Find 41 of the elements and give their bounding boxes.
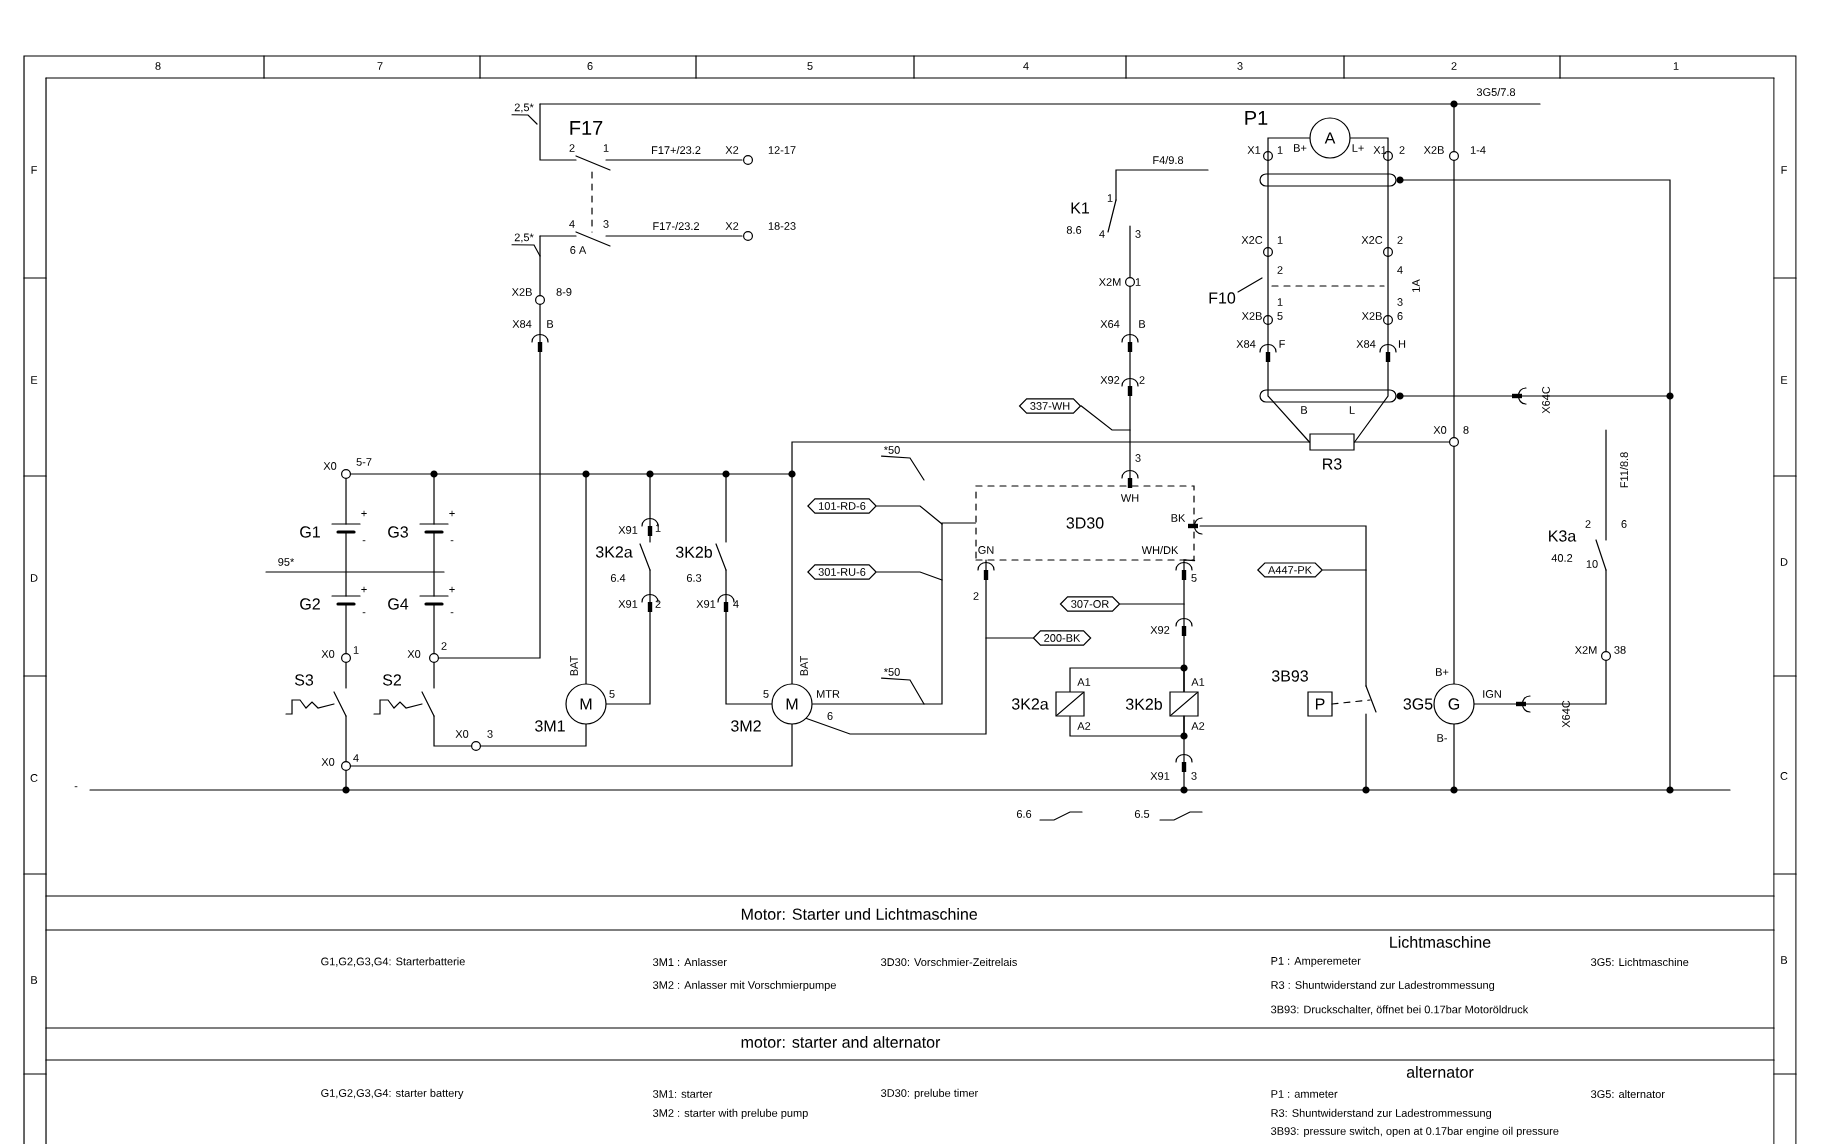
component-label: F17 [570,121,603,135]
leader-line [1322,569,1367,571]
component-label: S2 [382,674,401,686]
component-label: F10 [1209,292,1236,304]
wire [1350,137,1389,443]
component-label: G2 [300,598,320,610]
component-label: 3K2a [595,546,633,558]
component-label: 3K2a [1011,698,1049,710]
leader-line [511,244,541,257]
table-heading: Lichtmaschine [1390,936,1491,948]
leader-line [876,571,943,581]
component-label: 3M1 [535,720,565,732]
component-label: R3 [1323,458,1342,470]
component-label: 3K2b [1125,698,1162,710]
leader-line [876,505,943,525]
component-label: G4 [388,598,409,610]
table-heading: motor: starter and alternator [741,1036,941,1048]
component-label: S3 [294,674,314,686]
component-label: P1 [1245,111,1268,125]
component-label: G3 [388,526,408,538]
component-label: 3M2 [731,720,761,732]
table-heading: Motor: Starter und Lichtmaschine [741,908,977,920]
table-heading: alternator [1406,1066,1474,1078]
wire [805,559,987,735]
leader-line [1119,603,1185,605]
wire [1069,716,1185,737]
leader-line [985,637,1034,639]
component-label: K3a [1549,530,1577,542]
pressure-sensor-box: P [1307,691,1333,717]
component-label: 3B93 [1271,670,1308,682]
component-label: 3K2b [675,546,712,558]
leader-line [1080,405,1131,431]
wire [812,522,976,705]
component-label: G1 [300,526,320,538]
leader-line [880,455,925,481]
leader-line [880,677,925,705]
leader-line [511,114,538,125]
component-label: 3G5 [1403,698,1433,710]
wire [1069,667,1185,692]
component-label: K1 [1071,202,1089,214]
wire [1267,137,1310,443]
